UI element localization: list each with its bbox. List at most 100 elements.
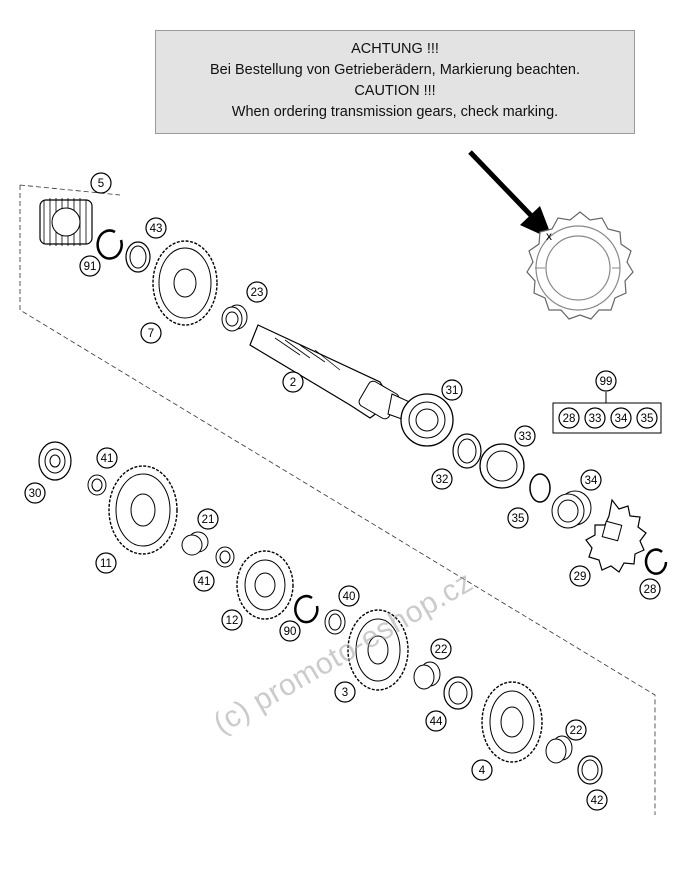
callout-23-circle (246, 281, 268, 303)
callout-32-circle (431, 468, 453, 490)
callout-4: 4 (479, 765, 486, 777)
assembly-outline (19, 185, 656, 815)
part-4-gear (481, 681, 543, 763)
part-43-washer (125, 241, 151, 273)
callout-3: 3 (342, 687, 348, 699)
part-2-shaft (249, 324, 415, 423)
callout-41b-circle (193, 570, 215, 592)
callout-11: 11 (100, 558, 112, 570)
callout-5: 5 (98, 178, 104, 190)
callout-41a-circle (96, 447, 118, 469)
kit-34-circle (610, 407, 632, 429)
part-29-sprocket (585, 498, 647, 573)
callout-40-circle (338, 585, 360, 607)
kit-item-35: 35 (641, 413, 654, 425)
callout-32: 32 (436, 474, 449, 486)
callout-21-circle (197, 508, 219, 530)
callout-21: 21 (202, 514, 215, 526)
callout-28: 28 (644, 584, 657, 596)
part-35-o-ring (529, 473, 551, 503)
notice-line-2: Bei Bestellung von Getrieberädern, Marki… (210, 62, 580, 78)
part-32-washer (452, 433, 482, 469)
callout-22b-circle (565, 719, 587, 741)
callout-29: 29 (574, 571, 587, 583)
callout-30-circle (24, 482, 46, 504)
part-3-gear (347, 609, 409, 691)
part-40-washer (324, 609, 346, 635)
part-90-snap-ring (294, 594, 319, 624)
callout-3-circle (334, 681, 356, 703)
part-31-bearing (400, 393, 454, 447)
callout-22a-circle (430, 638, 452, 660)
marking-x: x (546, 229, 552, 243)
callout-35-circle (507, 507, 529, 529)
part-42-washer (577, 755, 603, 785)
callout-34-circle (580, 469, 602, 491)
callout-43-circle (145, 217, 167, 239)
part-34-bushing (551, 490, 592, 529)
callout-41b: 41 (198, 576, 211, 588)
callout-42: 42 (591, 795, 604, 807)
part-23-bushing (221, 304, 248, 332)
callout-99: 99 (600, 376, 613, 388)
callout-91-circle (79, 255, 101, 277)
notice-line-1: ACHTUNG !!! (351, 41, 439, 57)
notice-line-4: When ordering transmission gears, check … (231, 104, 559, 120)
callout-42-circle (586, 789, 608, 811)
part-21-bushing (181, 531, 209, 556)
callout-34: 34 (585, 475, 598, 487)
caution-notice: ACHTUNG !!! Bei Bestellung von Getrieber… (155, 30, 635, 134)
callout-22a: 22 (435, 644, 448, 656)
callout-91: 91 (84, 261, 97, 273)
part-28-circlip (644, 548, 668, 575)
kit-33-circle (584, 407, 606, 429)
part-5-gear (39, 198, 93, 246)
callout-33-circle (514, 425, 536, 447)
kit-35-circle (636, 407, 658, 429)
callout-12: 12 (226, 615, 239, 627)
part-11-gear (108, 465, 178, 555)
part-22-bushing-a (413, 661, 441, 690)
callout-7: 7 (148, 328, 154, 340)
callout-2: 2 (290, 377, 296, 389)
callout-31-circle (441, 379, 463, 401)
kit-item-28: 28 (563, 413, 576, 425)
callout-29-circle (569, 565, 591, 587)
callout-2-circle (282, 371, 304, 393)
callout-30: 30 (29, 488, 42, 500)
callout-11-circle (95, 552, 117, 574)
part-91-snap-ring (96, 229, 123, 260)
part-41-washer-b (215, 546, 235, 568)
callout-40: 40 (343, 591, 356, 603)
marked-gear-detail: x (526, 211, 634, 320)
part-7-gear (152, 240, 218, 326)
callout-28-circle (639, 578, 661, 600)
callout-5-circle (90, 172, 112, 194)
callout-12-circle (221, 609, 243, 631)
callout-35: 35 (512, 513, 525, 525)
part-41-washer-a (87, 474, 107, 496)
notice-line-3: CAUTION !!! (354, 83, 436, 99)
callout-4-circle (471, 759, 493, 781)
callout-41a: 41 (101, 453, 114, 465)
kit-item-34: 34 (615, 413, 628, 425)
callout-33: 33 (519, 431, 532, 443)
part-12-gear (236, 550, 294, 620)
kit-item-33: 33 (589, 413, 602, 425)
callout-99-circle (595, 370, 617, 392)
kit-28-circle (558, 407, 580, 429)
callout-44-circle (425, 710, 447, 732)
part-30-bearing (38, 441, 72, 481)
callout-22b: 22 (570, 725, 583, 737)
part-22-bushing-b (545, 735, 573, 764)
part-44-washer (443, 676, 473, 710)
callout-31: 31 (446, 385, 459, 397)
callout-44: 44 (430, 716, 443, 728)
part-33-seal (479, 443, 525, 489)
callout-7-circle (140, 322, 162, 344)
callout-43: 43 (150, 223, 163, 235)
callout-90: 90 (284, 626, 297, 638)
callout-23: 23 (251, 287, 264, 299)
